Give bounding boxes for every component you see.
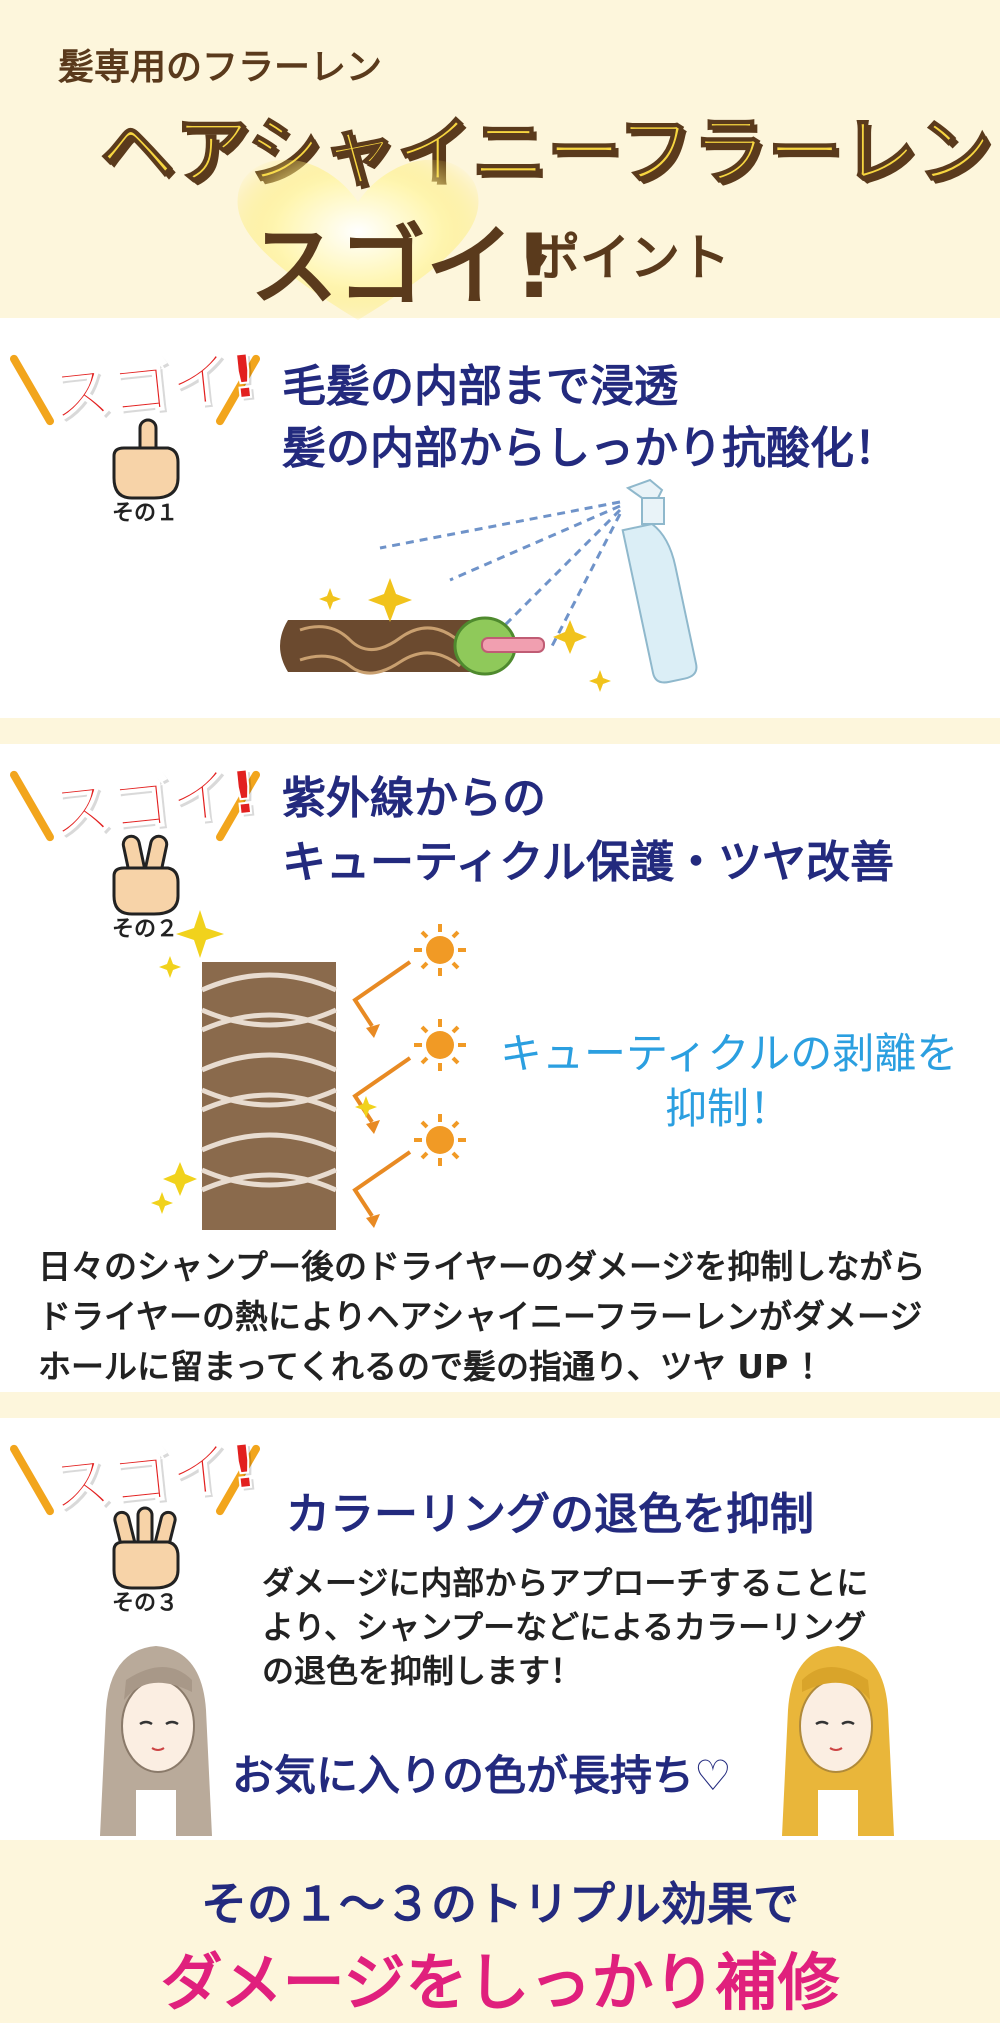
section-2-body-line1: 日々のシャンプー後のドライヤーのダメージを抑制しながら	[38, 1247, 926, 1286]
section-number: その３	[112, 1591, 179, 1616]
woman-face-icon	[782, 1646, 894, 1836]
sun-icon	[414, 1019, 466, 1071]
badge-1: スゴイ! その１	[8, 330, 262, 526]
section-3-favorite: お気に入りの色が長持ち♡	[232, 1751, 732, 1800]
divider-band	[0, 718, 1000, 744]
sun-icon	[414, 1114, 466, 1166]
sparkle-icon	[151, 910, 377, 1214]
sun-icon	[414, 924, 466, 976]
heart-glow-icon	[237, 159, 479, 320]
hand-one-icon	[112, 418, 180, 500]
sparkle-icon	[319, 578, 611, 692]
footer-line2: ダメージをしっかり補修	[160, 1946, 840, 2019]
section-3-body-line3: の退色を抑制します！	[262, 1652, 583, 1690]
header-point: ポイント	[530, 229, 730, 287]
section-1-heading-line2: 髪の内部からしっかり抗酸化！	[282, 423, 898, 474]
section-2-heading-line2: キューティクル保護・ツヤ改善	[282, 837, 895, 888]
header-sugoi: スゴイ!	[250, 215, 555, 318]
arrow-icon	[352, 960, 412, 1218]
section-number: その２	[112, 917, 179, 942]
hand-three-icon	[112, 1506, 180, 1590]
footer-band	[0, 1840, 1000, 2023]
section-3-heading: カラーリングの退色を抑制	[286, 1489, 814, 1540]
woman-face-icon	[100, 1646, 212, 1836]
section-2-illustration	[151, 910, 466, 1230]
spray-bottle-icon	[621, 478, 698, 684]
header-subtitle: 髪専用のフラーレン	[58, 47, 383, 88]
section-2-heading-line1: 紫外線からの	[282, 773, 546, 824]
badge-2: スゴイ! その２	[8, 746, 262, 942]
hair-strand-icon	[200, 962, 338, 1230]
footer-line1: その１〜３のトリプル効果で	[201, 1877, 799, 1931]
section-3-body-line1: ダメージに内部からアプローチすることに	[262, 1564, 869, 1602]
section-2-callout-line1: キューティクルの剥離を	[500, 1029, 959, 1078]
badge-3: スゴイ! その３	[8, 1420, 262, 1616]
header-band	[0, 0, 1000, 318]
section-1-illustration	[280, 478, 698, 692]
section-2-body-line3: ホールに留まってくれるので髪の指通り、ツヤ UP ！	[38, 1347, 833, 1386]
divider-band	[0, 1392, 1000, 1418]
section-number: その１	[112, 501, 179, 526]
section-2-body-line2: ドライヤーの熱によりヘアシャイニーフラーレンがダメージ	[38, 1297, 923, 1336]
section-3-body-line2: より、シャンプーなどによるカラーリング	[262, 1608, 867, 1646]
hand-two-icon	[112, 834, 180, 916]
section-1-heading-line1: 毛髪の内部まで浸透	[282, 361, 678, 412]
hair-strand-icon	[280, 616, 545, 676]
section-2-callout-line2: 抑制！	[665, 1084, 792, 1133]
